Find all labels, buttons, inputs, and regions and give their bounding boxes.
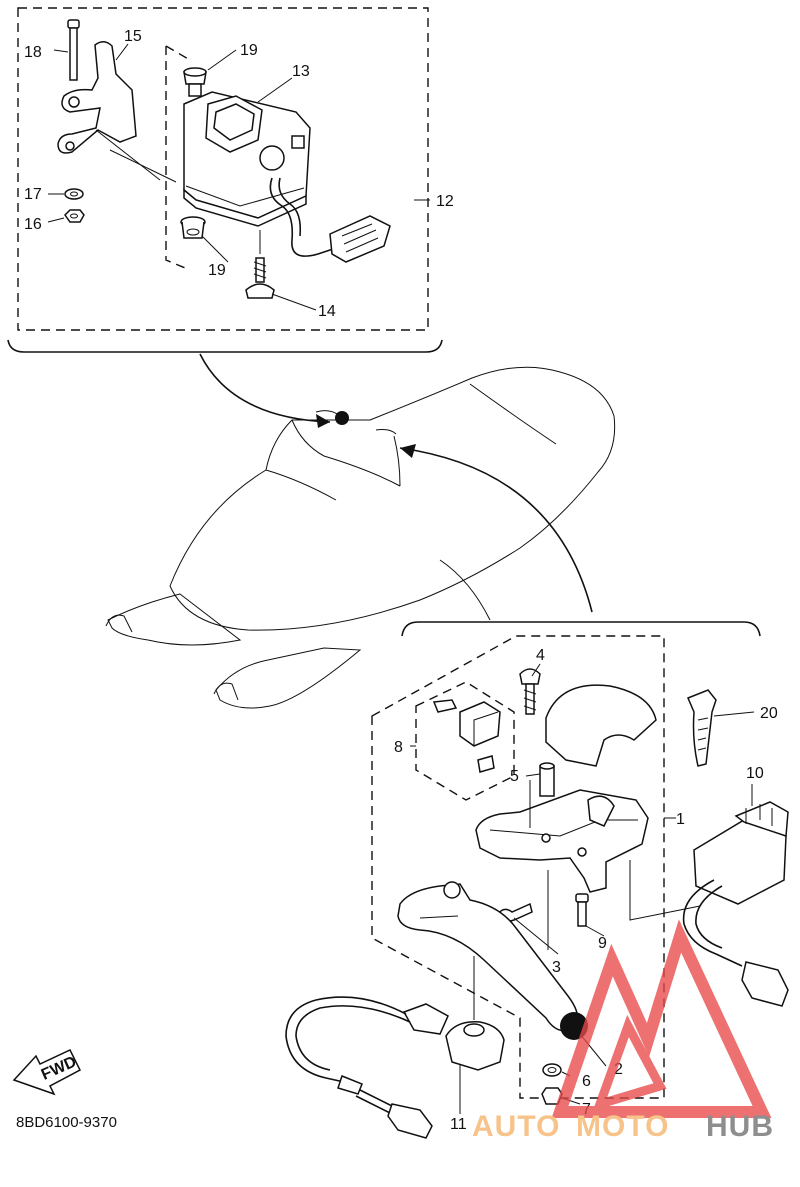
watermark-logo: AUTO MOTO HUB [472, 919, 774, 1143]
watermark-moto: MOTO [576, 1110, 669, 1143]
callout-4: 4 [536, 647, 545, 664]
callout-15: 15 [124, 28, 142, 45]
callout-18: 18 [24, 44, 42, 61]
screw-14 [245, 257, 275, 299]
switch-11 [285, 996, 505, 1139]
callout-5: 5 [510, 768, 519, 785]
callout-numbers: 18 15 19 13 17 16 12 19 14 4 8 5 20 10 1… [24, 28, 778, 1133]
callout-12: 12 [436, 193, 454, 210]
watermark-hub: HUB [706, 1110, 774, 1143]
callout-8: 8 [394, 739, 403, 756]
assembly-1-boundary [371, 635, 665, 1099]
callout-14: 14 [318, 303, 336, 320]
cover-upper [545, 684, 657, 767]
callout-19-bottom: 19 [208, 262, 226, 279]
lever-holder-1 [475, 789, 649, 893]
inset-panel-switch-assembly [7, 7, 443, 353]
callout-19-top: 19 [240, 42, 258, 59]
callout-6: 6 [582, 1073, 591, 1090]
callout-16: 16 [24, 216, 42, 233]
snowmobile-outline [105, 366, 616, 709]
grommet-19-bottom [180, 216, 206, 239]
screw-4 [519, 668, 541, 715]
collar-5 [539, 762, 555, 797]
inset-leaders [47, 43, 430, 311]
fwd-arrow-icon: FWD [12, 1049, 81, 1096]
part-code: 8BD6100-9370 [16, 1114, 117, 1131]
callout-2: 2 [614, 1061, 623, 1078]
callout-11: 11 [450, 1116, 467, 1133]
switch-block-8 [432, 699, 501, 773]
unit-10 [682, 801, 789, 1007]
callout-10: 10 [746, 765, 764, 782]
nut-16 [64, 209, 85, 223]
watermark-auto: AUTO [472, 1110, 560, 1143]
main-leaders [410, 663, 755, 1114]
callout-9: 9 [598, 935, 607, 952]
callout-13: 13 [292, 63, 310, 80]
subassembly-8-boundary [415, 681, 515, 801]
pointer-arrows [199, 353, 761, 637]
washer-17 [64, 188, 84, 200]
connector-13-lead [329, 215, 391, 263]
bracket-15 [57, 41, 137, 154]
washer-6 [542, 1063, 562, 1077]
callout-17: 17 [24, 186, 42, 203]
callout-3: 3 [552, 959, 561, 976]
callout-1: 1 [676, 811, 685, 828]
bolt-9 [575, 893, 589, 927]
cable-tie-20 [687, 689, 717, 767]
grommet-19-top [183, 67, 207, 97]
bolt-18 [67, 19, 80, 81]
callout-20: 20 [760, 705, 778, 722]
switch-housing-13 [183, 91, 337, 257]
